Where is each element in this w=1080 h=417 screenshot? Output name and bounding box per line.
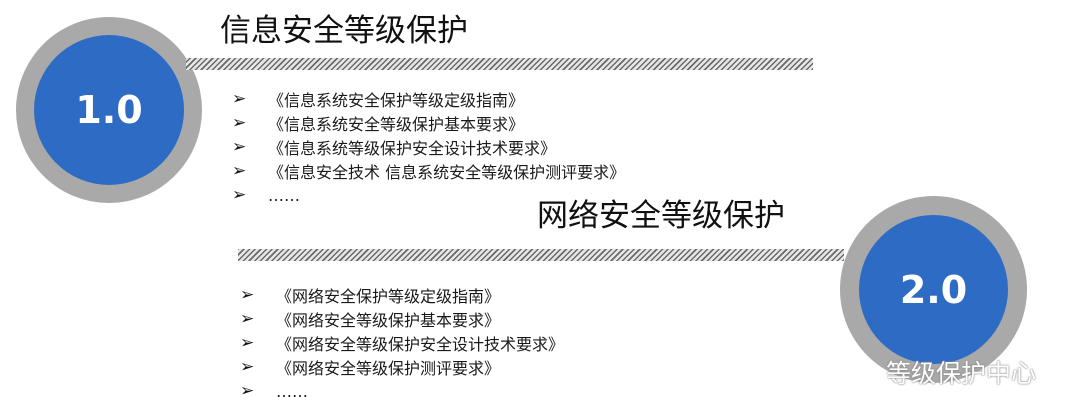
list-item: ➢ 《信息安全技术 信息系统安全等级保护测评要求》 <box>232 159 625 183</box>
arrow-bullet-icon: ➢ <box>232 185 247 205</box>
section-1-hatched-divider <box>186 58 813 70</box>
list-item: ➢ …… <box>232 183 625 207</box>
section-2-hatched-divider <box>238 249 844 261</box>
wechat-icon <box>846 359 877 383</box>
list-item-text: …… <box>276 381 308 401</box>
arrow-bullet-icon: ➢ <box>240 381 255 401</box>
list-item: ➢ 《信息系统等级保护安全设计技术要求》 <box>232 135 625 159</box>
list-item-text: 《网络安全等级保护测评要求》 <box>276 359 501 378</box>
list-item: ➢ 《网络安全等级保护基本要求》 <box>240 307 564 331</box>
version-2-circle: 2.0 <box>840 196 1027 383</box>
list-item: ➢ 《网络安全等级保护安全设计技术要求》 <box>240 331 564 355</box>
list-item: ➢ 《信息系统安全保护等级定级指南》 <box>232 87 625 111</box>
version-1-circle: 1.0 <box>16 17 202 203</box>
list-item-text: 《网络安全保护等级定级指南》 <box>276 287 501 306</box>
arrow-bullet-icon: ➢ <box>240 357 255 377</box>
list-item-text: 《网络安全等级保护安全设计技术要求》 <box>276 335 565 354</box>
version-2-label: 2.0 <box>859 215 1008 364</box>
arrow-bullet-icon: ➢ <box>232 161 247 181</box>
list-item: ➢ 《信息系统安全等级保护基本要求》 <box>232 111 625 135</box>
list-item-text: …… <box>268 185 300 205</box>
list-item: ➢ …… <box>240 379 564 403</box>
wechat-watermark: 等级保护中心 <box>846 354 1036 390</box>
section-1-standards-list: ➢ 《信息系统安全保护等级定级指南》 ➢ 《信息系统安全等级保护基本要求》 ➢ 《信息… <box>232 87 625 207</box>
arrow-bullet-icon: ➢ <box>232 113 247 133</box>
section-1-title: 信息安全等级保护 <box>220 13 468 49</box>
watermark-text: 等级保护中心 <box>886 359 1037 388</box>
section-2-title: 网络安全等级保护 <box>537 198 785 234</box>
arrow-bullet-icon: ➢ <box>240 285 255 305</box>
arrow-bullet-icon: ➢ <box>232 137 247 157</box>
list-item-text: 《网络安全等级保护基本要求》 <box>276 311 501 330</box>
version-1-label: 1.0 <box>34 35 184 185</box>
list-item-text: 《信息安全技术 信息系统安全等级保护测评要求》 <box>268 163 626 182</box>
arrow-bullet-icon: ➢ <box>232 89 247 109</box>
list-item: ➢ 《网络安全等级保护测评要求》 <box>240 355 564 379</box>
arrow-bullet-icon: ➢ <box>240 333 255 353</box>
section-2-standards-list: ➢ 《网络安全保护等级定级指南》 ➢ 《网络安全等级保护基本要求》 ➢ 《网络安全等级… <box>240 283 564 403</box>
list-item-text: 《信息系统等级保护安全设计技术要求》 <box>268 139 557 158</box>
list-item: ➢ 《网络安全保护等级定级指南》 <box>240 283 564 307</box>
arrow-bullet-icon: ➢ <box>240 309 255 329</box>
list-item-text: 《信息系统安全保护等级定级指南》 <box>268 91 525 110</box>
list-item-text: 《信息系统安全等级保护基本要求》 <box>268 115 525 134</box>
